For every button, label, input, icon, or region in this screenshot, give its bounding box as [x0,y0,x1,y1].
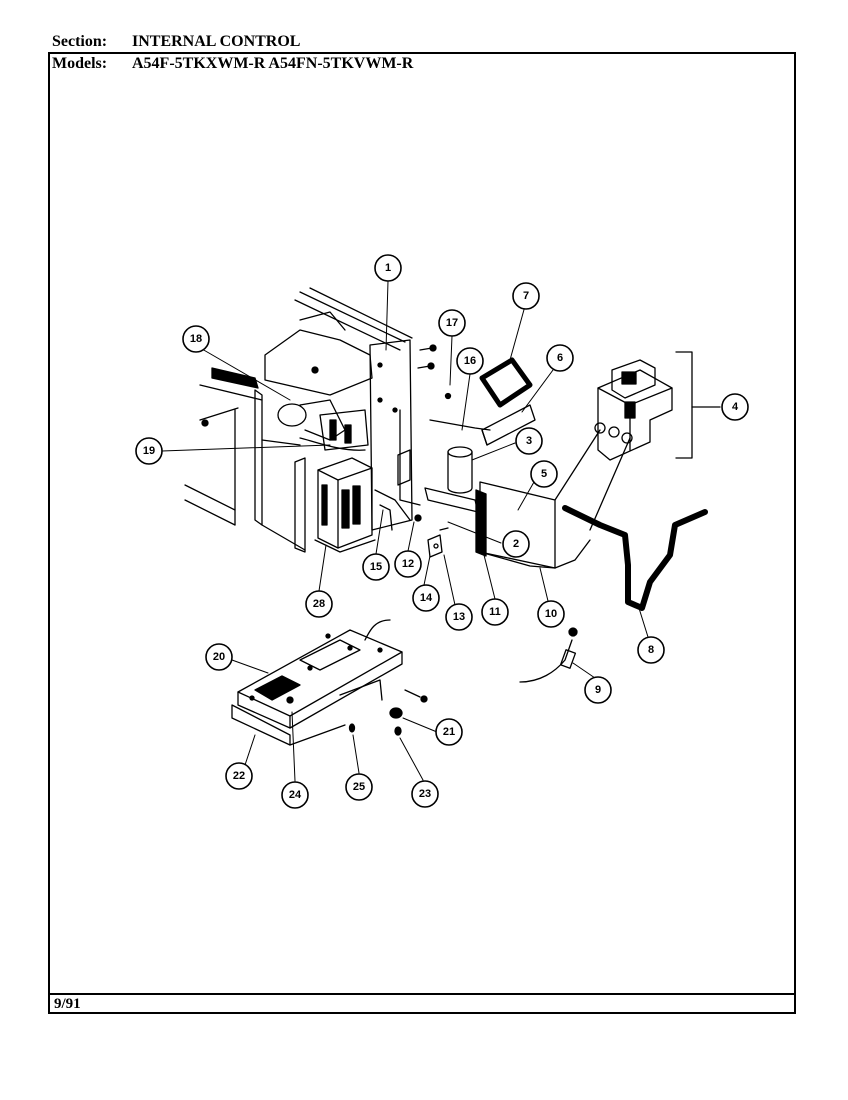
models-label: Models: [52,55,108,72]
footer-rule [48,993,796,995]
callout-4: 4 [732,401,739,413]
models-list: A54F-5TKXWM-R A54FN-5TKVWM-R [132,55,414,72]
callout-7: 7 [523,290,529,302]
callout-8: 8 [648,644,654,656]
callout-23: 23 [419,788,431,800]
callout-28: 28 [313,598,325,610]
callout-19: 19 [143,445,155,457]
callout-25: 25 [353,781,365,793]
section-line: Section: INTERNAL CONTROL [52,33,300,51]
footer-date: 9/91 [54,996,81,1012]
callout-10: 10 [545,608,557,620]
callout-12: 12 [402,558,414,570]
callout-18: 18 [190,333,202,345]
models-line: Models: A54F-5TKXWM-R A54FN-5TKVWM-R [52,55,413,73]
callout-17: 17 [446,317,458,329]
callout-21: 21 [443,726,455,738]
diagram-frame [48,52,796,1014]
section-label: Section: [52,33,108,50]
wire-harness-drawing [562,437,708,611]
callout-20: 20 [213,651,225,663]
callout-6: 6 [557,352,563,364]
cover-plate-drawing [475,429,601,569]
callout-5: 5 [541,468,547,480]
control-panel-drawing [231,619,428,746]
callout-3: 3 [526,435,532,447]
callout-15: 15 [370,561,382,573]
section-title: INTERNAL CONTROL [132,33,301,50]
callout-2: 2 [513,538,519,550]
callout-14: 14 [420,592,433,604]
callout-1: 1 [385,262,391,274]
callout-labels: 1 2 3 4 5 6 7 8 9 10 11 12 13 14 15 16 1… [143,262,739,801]
thermistor-drawing [519,627,578,683]
transformer-drawing [314,457,376,553]
callout-9: 9 [595,684,601,696]
callout-24: 24 [289,789,302,801]
callouts [135,254,749,809]
leader-lines [161,280,649,782]
callout-11: 11 [489,606,501,618]
gasket-waveguide-drawing [479,357,536,446]
callout-16: 16 [464,355,476,367]
chassis-drawing [184,287,452,553]
callout-13: 13 [453,611,465,623]
capacitor-drawing [374,409,491,558]
magnetron-drawing [594,351,721,461]
callout-22: 22 [233,770,245,782]
